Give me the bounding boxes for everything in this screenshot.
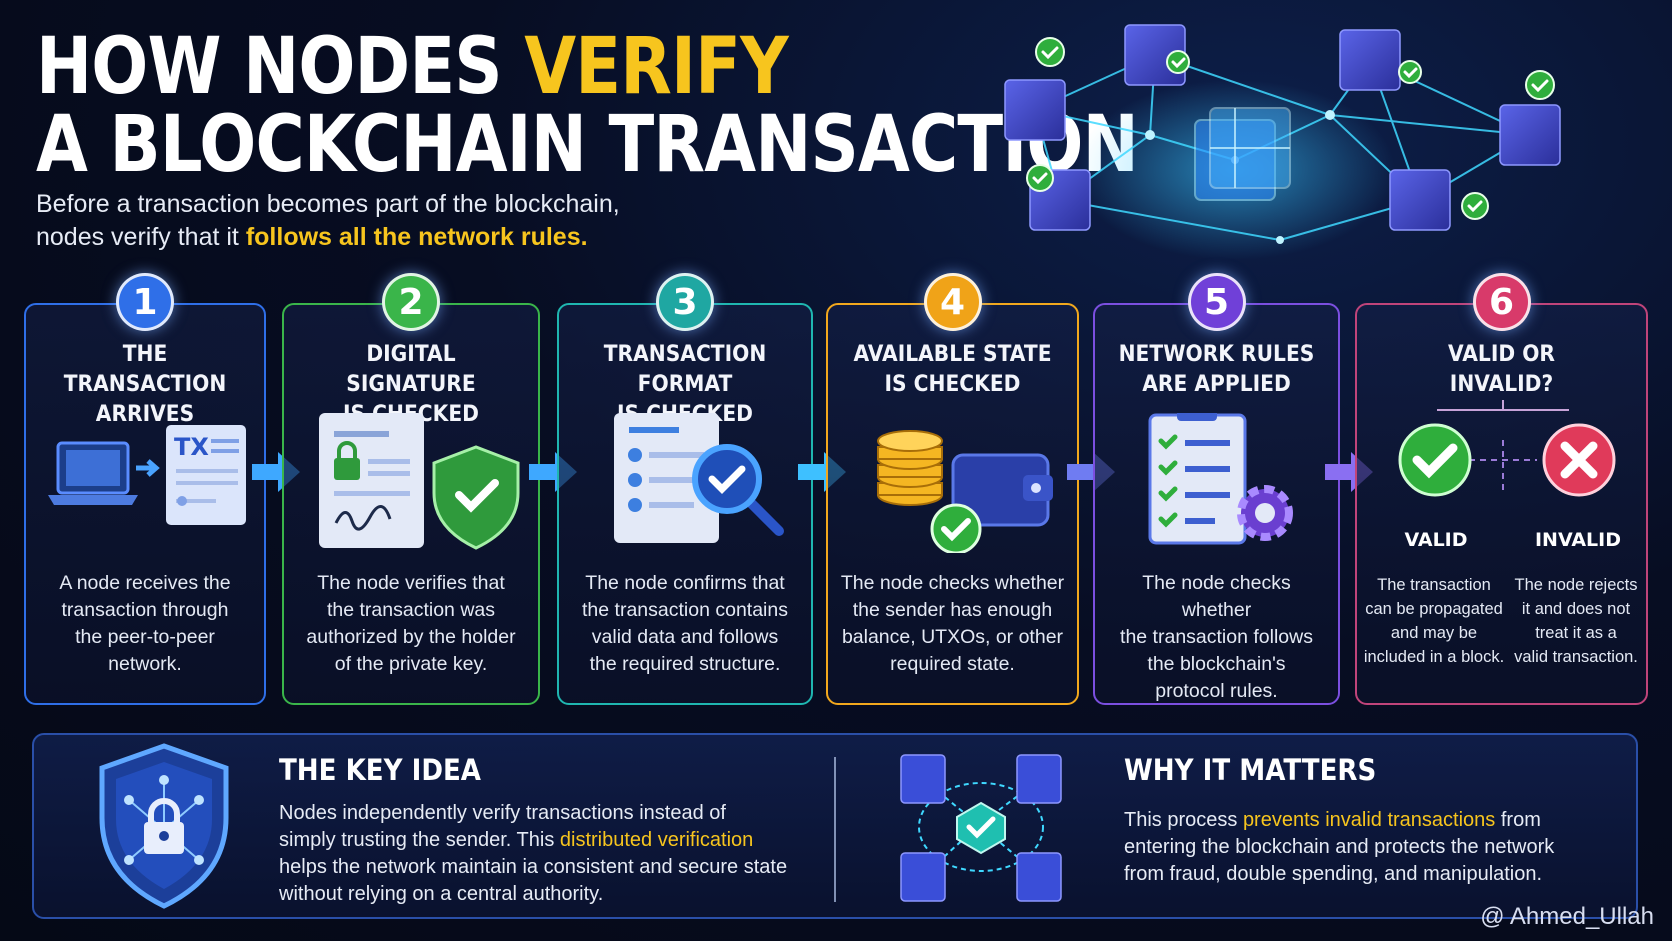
step-title-line2: ARRIVES (95, 402, 195, 427)
page-title: HOW NODES VERIFY A BLOCKCHAIN TRANSACTIO… (36, 28, 1139, 190)
valid-label: VALID (1404, 529, 1468, 551)
step-card-5: 5 NETWORK RULES ARE APPLIED The node che… (1093, 273, 1340, 705)
invalid-desc-line: The node rejects (1514, 576, 1638, 594)
step-description: A node receives the transaction through … (36, 570, 254, 678)
laptop-and-tx-document-icon: TX (48, 425, 246, 525)
key-idea-text: Nodes independently verify transactions … (279, 800, 787, 908)
invalid-desc-line: valid transaction. (1514, 648, 1638, 666)
step-desc-line: valid data and follows (591, 626, 779, 648)
step-number-badge: 6 (1472, 273, 1531, 331)
subtitle-line2-prefix: nodes verify that it (36, 223, 246, 251)
valid-invalid-icon (1398, 400, 1616, 497)
step-number-badge: 4 (923, 273, 982, 331)
step-title-line2: INVALID? (1449, 372, 1554, 397)
step-description: The node checks whether the transaction … (1105, 570, 1328, 705)
step-description: The node confirms that the transaction c… (569, 570, 801, 678)
valid-desc-line: The transaction (1377, 576, 1491, 594)
step-description: The node verifies that the transaction w… (294, 570, 528, 678)
step-desc-line: of the private key. (334, 653, 488, 675)
step-desc-line: authorized by the holder (306, 626, 516, 648)
valid-desc-line: included in a block. (1363, 648, 1505, 666)
step-desc-line: The node confirms that (585, 572, 785, 594)
why-line: from (1495, 809, 1541, 831)
step-card-3: 3 TRANSACTION FORMAT IS CHECKED The node… (557, 273, 813, 705)
key-idea-highlight: distributed verification (559, 829, 754, 851)
step-title-line1: AVAILABLE STATE (853, 342, 1052, 367)
invalid-desc-line: it and does not (1521, 600, 1631, 618)
step-title: THE TRANSACTION ARRIVES (41, 340, 249, 430)
step-title-line2: IS CHECKED (884, 372, 1021, 397)
step-number-badge: 1 (116, 273, 174, 331)
step-card-6: 6 VALID OR INVALID? VALID INVALID The tr… (1355, 273, 1649, 705)
step-desc-line: the transaction was (326, 599, 495, 621)
valid-desc-line: and may be (1390, 624, 1478, 642)
invalid-label: INVALID (1534, 529, 1622, 551)
key-idea-line: without relying on a central authority. (279, 883, 604, 905)
step-title-line1: TRANSACTION FORMAT (603, 342, 767, 397)
why-highlight: prevents invalid transactions (1242, 809, 1496, 831)
key-idea-heading: THE KEY IDEA (279, 753, 482, 787)
step-desc-line: transaction through (61, 599, 229, 621)
step-desc-line: A node receives the (59, 572, 231, 594)
invalid-description: The node rejects it and does not treat i… (1503, 573, 1649, 669)
step-desc-line: balance, UTXOs, or other (841, 626, 1064, 648)
step-desc-line: the transaction follows (1120, 626, 1313, 648)
why-it-matters-text: This process prevents invalid transactio… (1124, 807, 1554, 888)
step-title: AVAILABLE STATE IS CHECKED (843, 340, 1061, 400)
step-title-line1: VALID OR (1447, 342, 1556, 367)
coins-wallet-icon (877, 430, 1053, 553)
key-idea-line: Nodes independently verify transactions … (279, 802, 726, 824)
author-watermark: @ Ahmed_Ullah (1480, 903, 1654, 930)
invalid-desc-line: treat it as a (1535, 624, 1617, 642)
summary-panel: THE KEY IDEA Nodes independently verify … (32, 733, 1638, 919)
step-desc-line: The node verifies that (317, 572, 505, 594)
checklist-magnifier-icon (614, 413, 784, 543)
step-desc-line: the required structure. (589, 653, 781, 675)
why-line: from fraud, double spending, and manipul… (1124, 863, 1543, 885)
step-title: VALID OR INVALID? (1374, 340, 1629, 400)
step-desc-line: the peer-to-peer (75, 626, 215, 648)
step-number-badge: 5 (1187, 273, 1246, 331)
step-title-line1: NETWORK RULES (1118, 342, 1315, 367)
step-title-line1: DIGITAL SIGNATURE (346, 342, 476, 397)
step-description: The node checks whether the sender has e… (838, 570, 1067, 678)
node-network-illustration (1004, 24, 1561, 260)
signed-document-shield-icon (319, 413, 520, 550)
step-title-line1: THE TRANSACTION (63, 342, 227, 397)
step-title: NETWORK RULES ARE APPLIED (1110, 340, 1323, 400)
subtitle-line1: Before a transaction becomes part of the… (36, 190, 620, 218)
title-highlight: VERIFY (524, 22, 788, 112)
step-desc-line: The node checks whether (1142, 572, 1291, 621)
title-line1-prefix: HOW NODES (36, 22, 525, 112)
step-number-badge: 2 (382, 273, 440, 331)
tx-label: TX (174, 433, 209, 461)
step-desc-line: required state. (890, 653, 1015, 675)
step-card-4: 4 AVAILABLE STATE IS CHECKED The node ch… (826, 273, 1079, 705)
step-desc-line: the blockchain's (1147, 653, 1286, 675)
why-it-matters-heading: WHY IT MATTERS (1124, 753, 1377, 787)
step-title-line2: ARE APPLIED (1142, 372, 1291, 397)
step-card-1: 1 THE TRANSACTION ARRIVES TX A node rece… (24, 273, 266, 705)
key-idea-line: helps the network maintain ia consistent… (279, 856, 788, 878)
step-desc-line: The node checks whether (840, 572, 1065, 594)
valid-description: The transaction can be propagated and ma… (1361, 573, 1507, 669)
why-line: This process (1124, 809, 1243, 831)
divider (834, 757, 836, 902)
step-desc-line: the transaction contains (582, 599, 788, 621)
shield-lock-icon (99, 743, 229, 909)
key-idea-line: simply trusting the sender. This (279, 829, 560, 851)
subtitle-highlight: follows all the network rules. (245, 223, 588, 251)
step-card-2: 2 DIGITAL SIGNATURE IS CHECKED The node … (282, 273, 540, 705)
clipboard-gear-icon (1148, 413, 1293, 545)
subtitle: Before a transaction becomes part of the… (36, 188, 620, 254)
node-network-check-icon (900, 754, 1062, 902)
step-number-badge: 3 (656, 273, 714, 331)
title-line2: A BLOCKCHAIN TRANSACTION (36, 100, 1139, 190)
valid-desc-line: can be propagated (1365, 600, 1503, 618)
step-desc-line: the sender has enough (852, 599, 1053, 621)
step-desc-line: network. (108, 653, 182, 675)
why-line: entering the blockchain and protects the… (1124, 836, 1555, 858)
step-desc-line: protocol rules. (1155, 680, 1278, 702)
